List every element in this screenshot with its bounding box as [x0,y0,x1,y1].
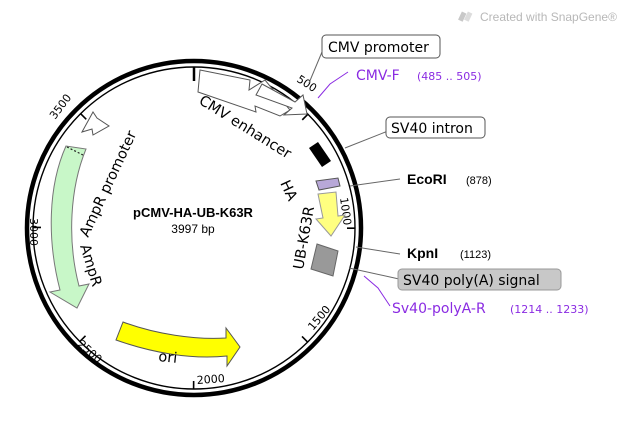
kpni-site-position: (1123) [460,249,491,261]
cmv-f-primer-range: (485 .. 505) [417,70,482,83]
sv40-polya-r-primer-label: Sv40-polyA-R [392,301,486,317]
ha-tag-feature [315,177,341,191]
sv40-intron-mark [309,142,331,167]
tick-mark [80,113,87,120]
ampr-label: AmpR [76,242,104,288]
cmv-promoter-arrow [255,83,308,116]
ori-label: ori [158,349,178,367]
sv40-intron-label: SV40 intron [391,121,473,137]
ecori-site-position: (878) [466,175,492,187]
sv40-intron-leader [344,130,389,149]
ecori-site-label: EcoRI [407,171,447,187]
tick-mark [79,335,87,343]
watermark-text: Created with SnapGene® [480,10,617,24]
cmv-promoter-label: CMV promoter [328,40,429,56]
ecori-leader [349,178,401,187]
sv40-polya-label-box [397,268,562,291]
ori-arrow [115,321,241,368]
tick-mark [301,113,309,121]
tick-label-2000: 2000 [196,372,225,387]
ampr-promoter-arrow [80,111,110,136]
sv40-polya-feature [310,243,339,277]
ampr-arrow [48,145,90,309]
watermark: Created with SnapGene® [458,10,617,24]
sv40-polya-leader [348,267,400,280]
cmv-promoter-label-box [321,34,441,59]
sv40-intron-label-box [385,116,486,139]
backbone-outer-ring [24,58,364,398]
cmv-enhancer-arrow [197,69,291,117]
cmv-f-primer-label: CMV-F [356,68,400,84]
tick-mark [301,335,309,343]
ampr-dotted-mark [66,146,84,156]
tick-label-500: 500 [294,73,319,95]
snapgene-logo-icon [458,11,473,22]
tick-label-3000: 3000 [27,218,40,246]
tick-marks [32,67,356,390]
ampr-promoter-label: AmpR promoter [77,128,140,239]
kpni-site-label: KpnI [407,245,438,261]
cmv-f-leader [317,71,349,99]
kpni-leader [355,246,401,255]
ub-k63r-arrow [315,191,347,237]
plasmid-name: pCMV-HA-UB-K63R [133,205,254,220]
ha-label: HA [276,178,299,204]
sv40-polya-r-primer-range: (1214 .. 1233) [510,303,589,316]
cmv-promoter-leader [308,51,323,84]
sv40-polya-r-leader [363,275,391,307]
plasmid-length: 3997 bp [171,222,215,236]
sv40-polya-label: SV40 poly(A) signal [403,273,540,289]
